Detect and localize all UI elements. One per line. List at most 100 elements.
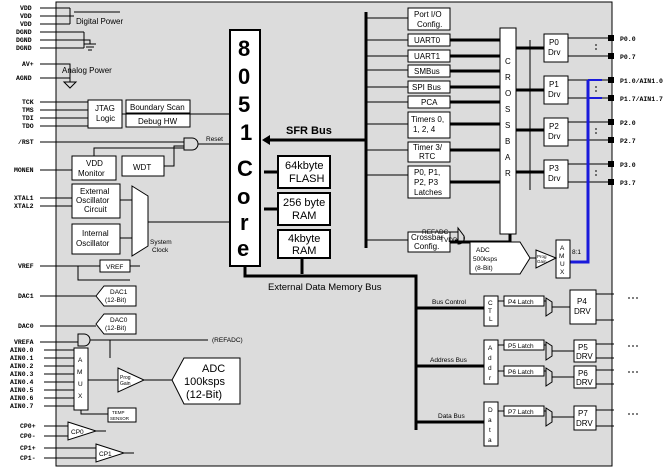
dac1-label-1: DAC1	[110, 289, 128, 296]
amux-right-char-0: A	[560, 245, 565, 252]
reset-group: /RST Reset MONEN VDD Monitor WDT	[14, 136, 230, 181]
p1-drv-label-2: Drv	[548, 90, 560, 99]
p4-drv-label-1: P4	[577, 297, 587, 306]
monitor-wdt-to-reset	[93, 145, 184, 167]
pin-cp1-minus: CP1-	[20, 455, 36, 462]
core-char-2: 5	[238, 92, 250, 117]
ext-drv-pin-wires	[596, 293, 614, 427]
cp0-triangle	[67, 421, 98, 441]
dac0-label-2: (12-Bit)	[105, 325, 126, 332]
latch-input-wires	[498, 300, 504, 412]
pin-cp0-minus: CP0-	[20, 433, 36, 440]
clock-wires	[120, 199, 230, 239]
pin-p1-7: P1.7/AIN1.7	[620, 96, 663, 103]
p7-drv-label-1: P7	[578, 409, 588, 418]
ext-memory-bus-line	[243, 266, 418, 430]
crossbar-char-0: C	[505, 57, 511, 66]
ctl-char-1: T	[488, 308, 492, 315]
pin-ain0-7: AIN0.7	[10, 403, 34, 410]
p5-drv-label-1: P5	[578, 343, 588, 352]
core-char-4: C	[237, 156, 253, 181]
adc-8bit-box	[469, 241, 531, 275]
digital-power-label: Digital Power	[76, 17, 123, 26]
p4-latch-label: P4 Latch	[508, 299, 534, 306]
crossbar-char-2: O	[505, 89, 511, 98]
latches-label-2: P2, P3	[414, 178, 439, 187]
latch-to-drv-wires	[544, 300, 574, 418]
pin-p0-7: P0.7	[620, 54, 636, 61]
p6-drv-label-2: DRV	[576, 378, 593, 387]
prog-gain-right-2: Gain	[537, 259, 547, 264]
pin-vdd2: VDD	[20, 13, 32, 20]
dac0-box	[95, 313, 137, 335]
pin-xtal2: XTAL2	[14, 203, 34, 210]
pin-cp1-plus: CP1+	[20, 445, 36, 452]
port-drivers-group: P0 Drv P1 Drv P2 Drv P3 Drv P0.0 P0.7 P1…	[543, 33, 663, 189]
p1-drv-label-1: P1	[549, 80, 559, 89]
pin-vdd3: VDD	[20, 21, 32, 28]
debug-hw-label: Debug HW	[138, 117, 178, 126]
internal-osc-box	[71, 223, 121, 255]
ram256-label-2: RAM	[292, 210, 316, 222]
pin-p3-7: P3.7	[620, 180, 636, 187]
addr-char-0: A	[488, 345, 493, 352]
pin-agnd: AGND	[16, 75, 32, 82]
jtag-logic-label-2: Logic	[96, 114, 115, 123]
chip-outline	[55, 1, 613, 467]
p4-drv-box	[569, 289, 597, 325]
pin-dac0: DAC0	[18, 323, 34, 330]
data-char-1: a	[488, 417, 492, 424]
prog-gain-right	[535, 249, 558, 269]
pin-dac1: DAC1	[18, 293, 34, 300]
pin-rst: /RST	[18, 139, 34, 146]
addr-box	[483, 339, 499, 385]
jtag-group: TCK TMS TDI TDO JTAG Logic Boundary Scan…	[22, 99, 230, 130]
timer3-box	[407, 141, 451, 163]
amux-right-char-2: U	[560, 261, 565, 268]
latches-label-3: Latches	[414, 188, 442, 197]
refadc-out-label: (REFADC)	[212, 337, 243, 344]
analog-power-group: AV+ AGND Analog Power	[16, 61, 112, 89]
p6-latch-label: P6 Latch	[508, 369, 534, 376]
temp-sensor-label-1: TEMP	[112, 410, 125, 415]
ctl-char-0: C	[488, 300, 493, 307]
boundary-scan-label: Boundary Scan	[130, 103, 185, 112]
pin-box-p0-0	[608, 35, 614, 41]
adc12-label-2: 100ksps	[184, 376, 225, 388]
memory-group: 64kbyte FLASH 256 byte RAM 4kbyte RAM	[264, 155, 331, 274]
p0-drv-label-1: P0	[549, 38, 559, 47]
p7-latch-label: P7 Latch	[508, 409, 534, 416]
pin-box-p3-7	[608, 179, 614, 185]
sfr-bus-group: SFR Bus	[262, 12, 368, 248]
p2-drv-label-1: P2	[549, 122, 559, 131]
p5-latch-label: P5 Latch	[508, 343, 534, 350]
p7-drv-label-2: DRV	[576, 419, 593, 428]
core-char-5: o	[237, 184, 250, 209]
adc-12bit-box	[171, 357, 241, 405]
amux-left-char-2: U	[78, 381, 83, 388]
pin-tck: TCK	[22, 99, 34, 106]
analog-power-label: Analog Power	[62, 66, 112, 75]
pin-p2-0: P2.0	[620, 120, 636, 127]
adc8-label-3: (8-Bit)	[475, 265, 493, 272]
jtag-logic-label-1: JTAG	[95, 104, 115, 113]
core-group: 8 0 5 1 C o r e	[229, 29, 261, 267]
ext-bus-group: External Data Memory Bus	[243, 266, 418, 430]
crossbar-char-3: S	[505, 105, 510, 114]
crossbar-char-6: A	[505, 153, 511, 162]
cp1-label: CP1	[99, 451, 112, 458]
digital-power-group: VDD VDD VDD DGND DGND DGND Digital Power	[16, 5, 123, 52]
xtal-wires	[40, 197, 72, 207]
crossbar-char-5: B	[505, 137, 510, 146]
crossbar-config-label-2: Config.	[414, 242, 439, 251]
pin-box-p1-7	[608, 95, 614, 101]
port-io-config-box	[407, 7, 451, 31]
p1-analog-blue-taps	[588, 79, 602, 99]
amux-ratio-label: 8:1	[572, 249, 581, 256]
data-char-0: D	[488, 407, 493, 414]
reset-label: Reset	[206, 136, 223, 143]
crossbar-char-4: S	[505, 121, 510, 130]
spi-bus-label: SPI Bus	[412, 83, 441, 92]
reset-or-gate	[183, 137, 199, 151]
p2-drv-box	[543, 117, 569, 147]
